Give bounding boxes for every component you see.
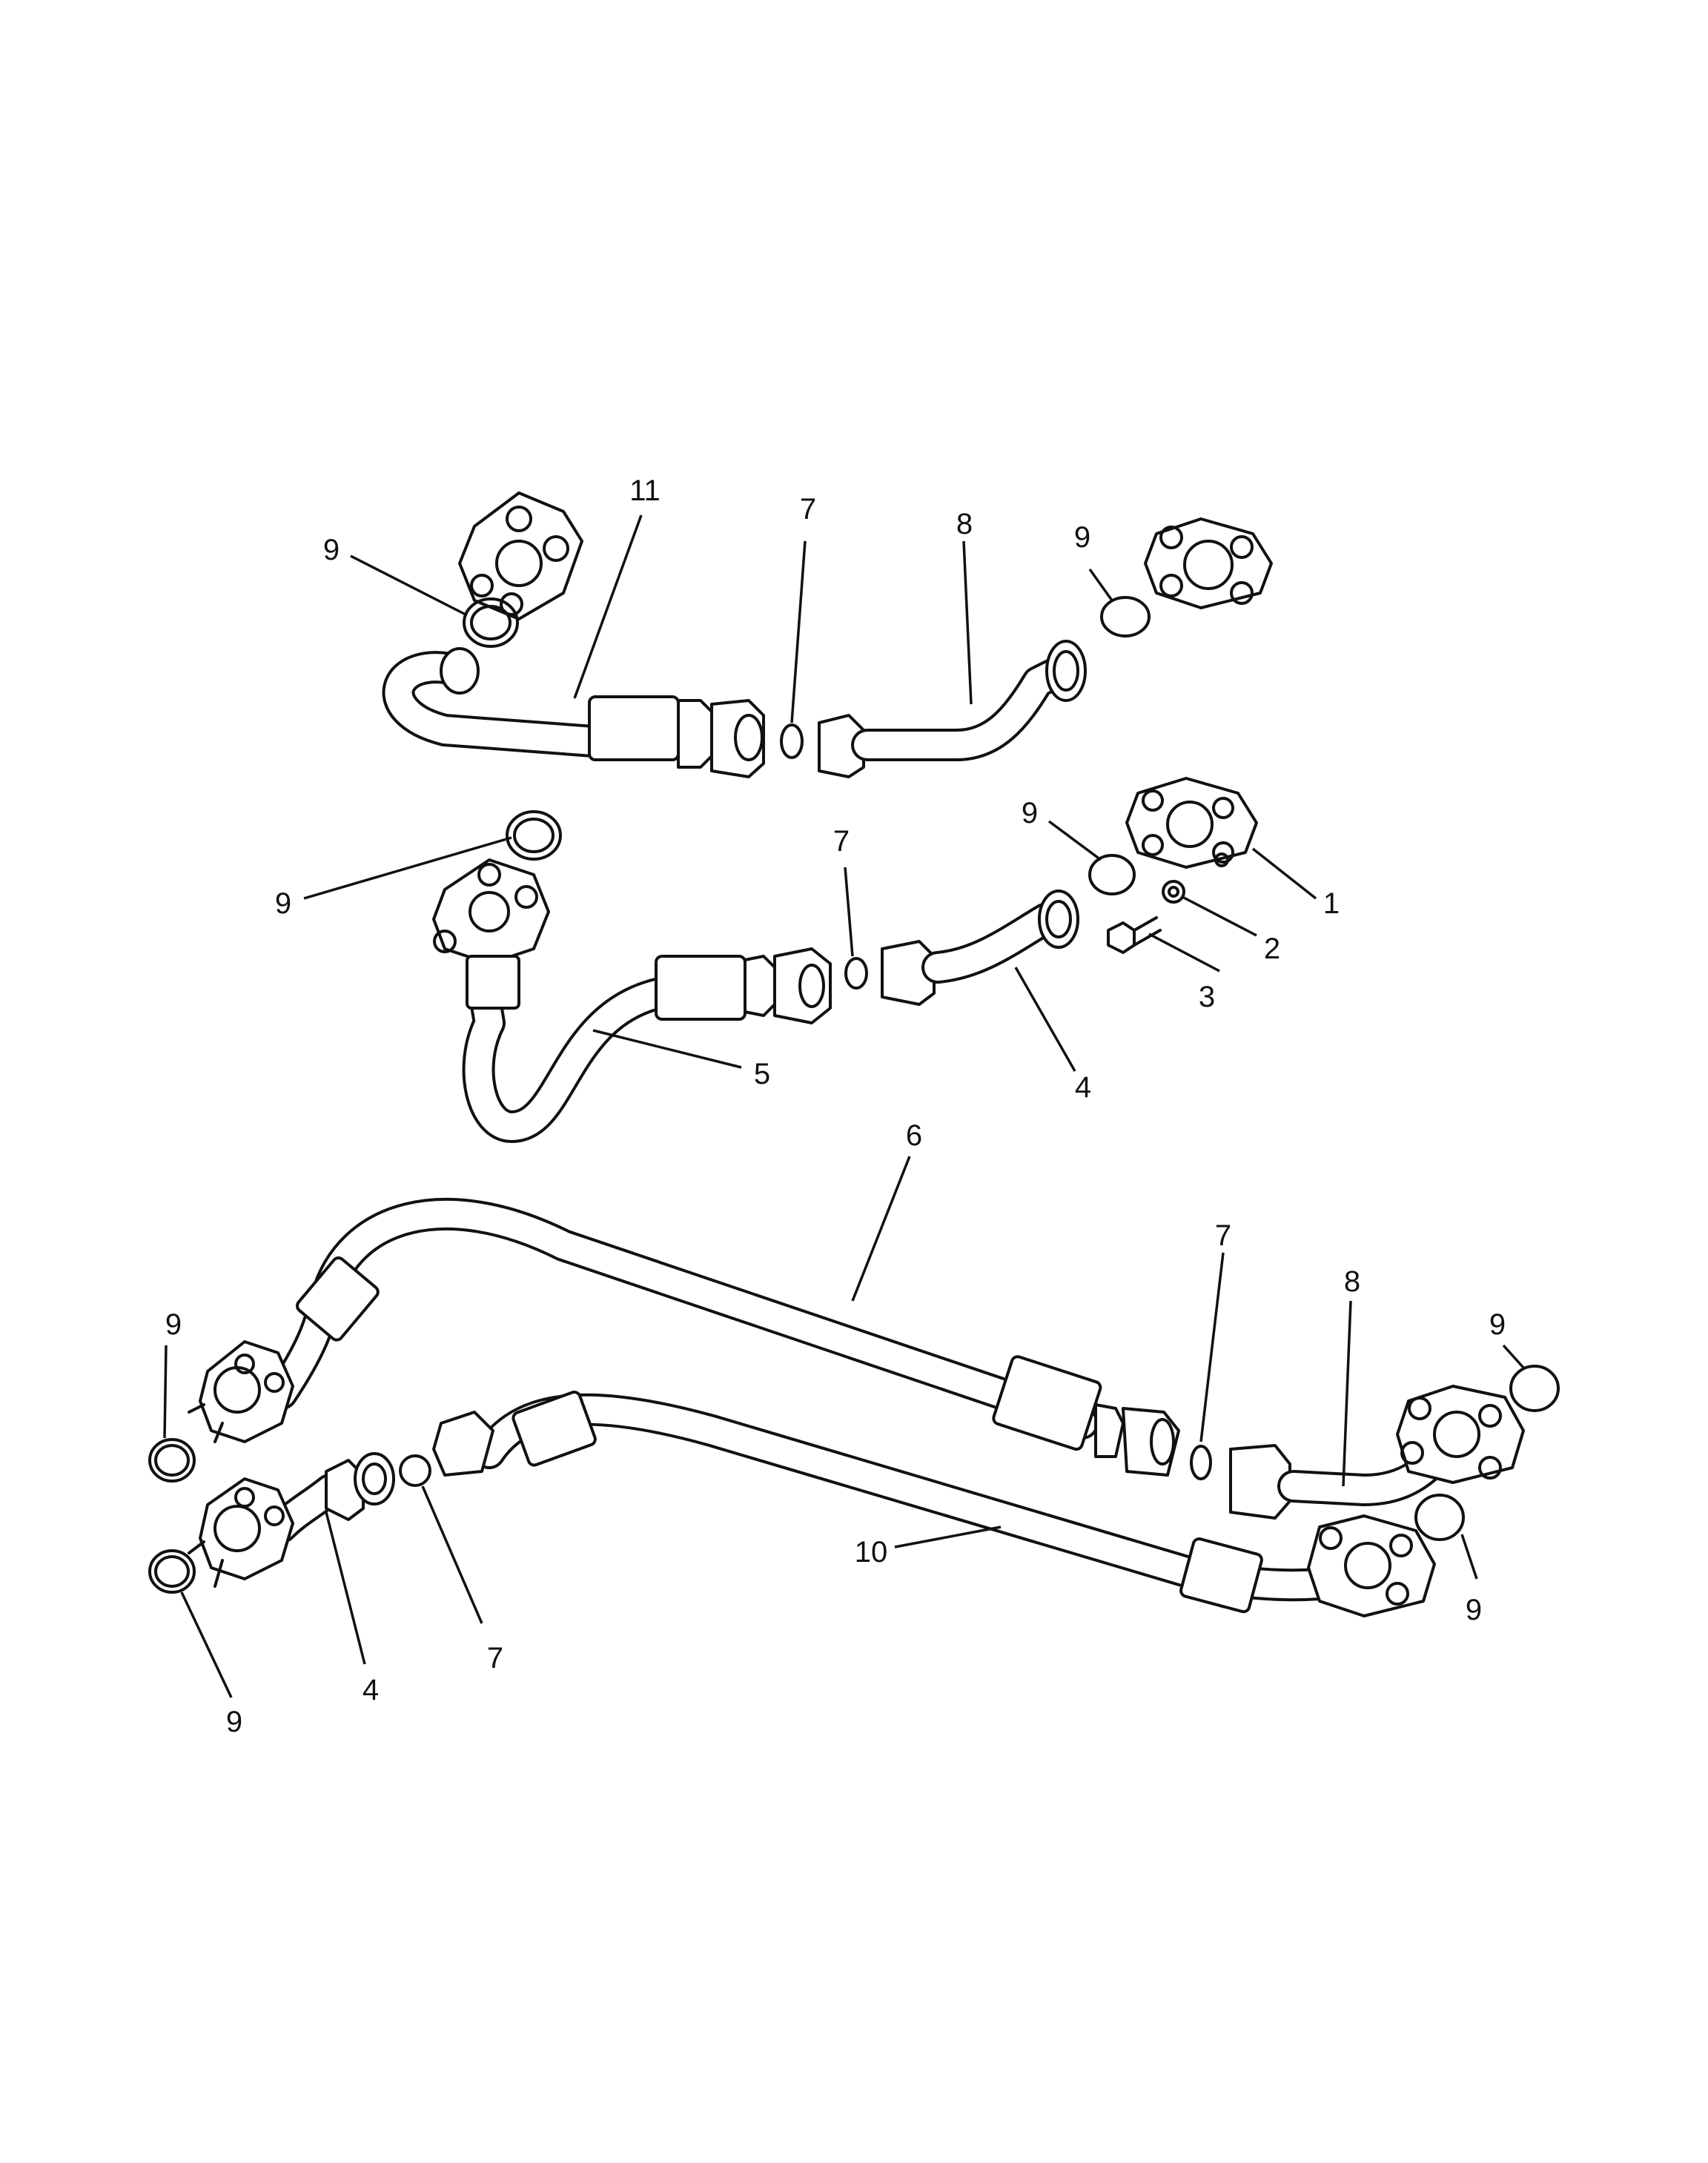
callout-9-bottom-left-lower: 9 (226, 1706, 242, 1738)
hose-8-top (818, 640, 1087, 778)
callout-9-bottom-left-upper: 9 (165, 1308, 182, 1341)
middle-assembly (432, 777, 1258, 1143)
o-ring-7-bottom-left (399, 1454, 431, 1487)
callout-10: 10 (855, 1536, 888, 1569)
o-ring-7-middle (844, 957, 868, 990)
o-ring-top-right (1100, 596, 1151, 637)
hose-6 (265, 1198, 1180, 1477)
callout-3: 3 (1199, 981, 1215, 1013)
o-ring-bottom-right-upper (1509, 1365, 1560, 1412)
callout-9-bottom-right-lower: 9 (1466, 1594, 1482, 1626)
washer-small (1214, 852, 1229, 867)
callout-2: 2 (1264, 933, 1280, 965)
flange-bottom-left-upper (188, 1340, 294, 1443)
o-ring-bottom-left-upper (148, 1438, 196, 1483)
bolt-3 (1107, 916, 1162, 954)
callout-4-middle: 4 (1075, 1071, 1091, 1104)
callout-7-bottom-left: 7 (487, 1642, 503, 1675)
callout-9-middle: 9 (1022, 797, 1038, 829)
bottom-assembly (148, 1198, 1560, 1617)
hose-11 (382, 647, 765, 778)
o-ring-bottom-right-lower (1414, 1494, 1465, 1541)
callout-7-middle: 7 (833, 825, 850, 858)
o-ring-7-bottom-right (1190, 1445, 1212, 1480)
hose-5 (462, 947, 832, 1143)
callout-7-top: 7 (800, 493, 816, 526)
callout-8-top: 8 (956, 508, 973, 540)
callouts: 11 7 8 9 9 9 7 9 1 2 3 5 4 6 7 8 9 9 10 … (165, 474, 1506, 1738)
callout-1: 1 (1323, 887, 1340, 920)
callout-9-bottom-right-upper: 9 (1489, 1308, 1506, 1341)
flange-bottom-left-lower (188, 1477, 294, 1588)
callout-11: 11 (629, 474, 661, 507)
flange-1 (1125, 777, 1258, 869)
callout-6: 6 (906, 1119, 922, 1152)
hose-4-bottom (265, 1452, 395, 1543)
callout-9-top-left: 9 (323, 534, 340, 566)
leader-lines (163, 514, 1525, 1698)
hose-10 (432, 1391, 1380, 1614)
o-ring-top-left (463, 597, 519, 648)
o-ring-7-top (780, 723, 804, 759)
washer-2 (1162, 880, 1185, 904)
callout-5: 5 (754, 1058, 770, 1090)
callout-8-bottom: 8 (1344, 1265, 1360, 1298)
o-ring-bottom-left-lower (148, 1549, 196, 1594)
callout-9-top-right: 9 (1074, 521, 1090, 554)
callout-4-bottom: 4 (363, 1674, 379, 1706)
o-ring-9-middle (1088, 854, 1136, 895)
callout-7-bottom-right: 7 (1215, 1219, 1231, 1252)
flange-mid-left (432, 858, 550, 965)
flange-top-left (458, 491, 583, 620)
hose-4-middle (881, 890, 1079, 1006)
o-ring-mid-left (506, 810, 562, 861)
flange-top-right (1144, 517, 1273, 609)
top-assembly (382, 491, 1273, 778)
flange-bottom-right-upper (1396, 1385, 1525, 1484)
flange-bottom-right-lower (1307, 1514, 1436, 1617)
callout-9-mid-left: 9 (275, 887, 291, 920)
